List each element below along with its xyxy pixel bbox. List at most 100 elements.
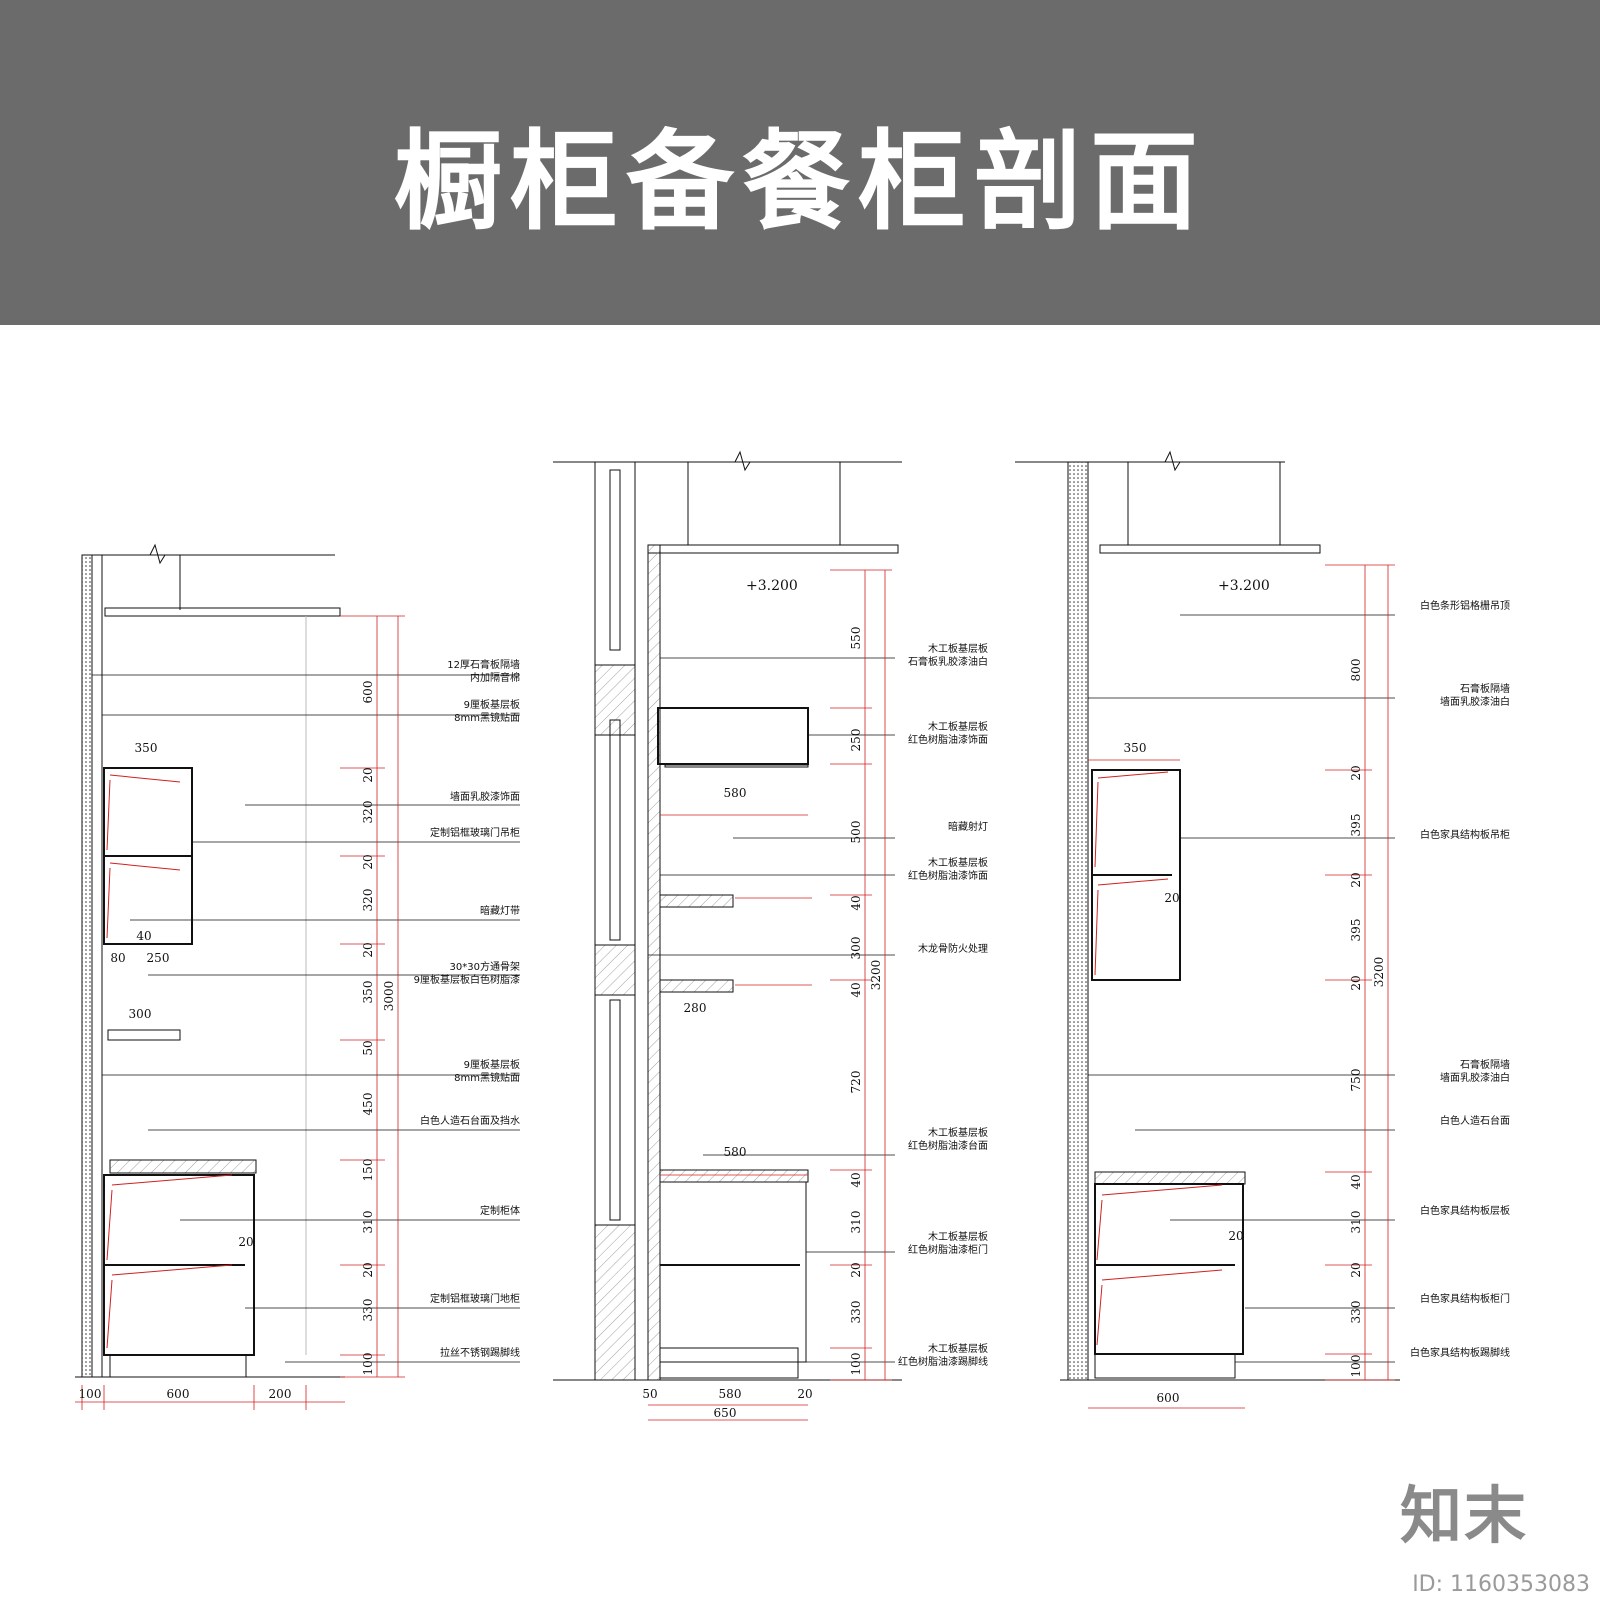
right-base-cabinet bbox=[1094, 1183, 1244, 1355]
left-label: 定制铝框玻璃门吊柜 bbox=[430, 826, 520, 839]
middle-leaders bbox=[648, 657, 895, 1363]
right-elevation: +3.200 bbox=[1218, 578, 1270, 594]
middle-label: 木工板基层板 bbox=[928, 642, 988, 655]
middle-label: 石膏板乳胶漆油白 bbox=[908, 655, 988, 668]
middle-label: 木工板基层板 bbox=[928, 1342, 988, 1355]
left-label: 12厚石膏板隔墙 bbox=[447, 658, 520, 671]
right-dimensions bbox=[1088, 564, 1395, 1409]
right-dim-vertical: 395 bbox=[1349, 814, 1363, 837]
page-title: 橱柜备餐柜剖面 bbox=[393, 120, 1206, 245]
left-dim-horizontal: 250 bbox=[147, 951, 170, 965]
left-wall bbox=[81, 554, 93, 1378]
left-dim-horizontal: 600 bbox=[167, 1387, 190, 1401]
right-dim-horizontal: 20 bbox=[1164, 891, 1179, 905]
middle-wall-block-3 bbox=[594, 1224, 636, 1381]
right-dim-vertical: 750 bbox=[1349, 1069, 1363, 1092]
left-dim-vertical: 330 bbox=[361, 1299, 375, 1322]
right-base-door-upper bbox=[1096, 1184, 1223, 1261]
image-id: ID: 1160353083 bbox=[1412, 1572, 1590, 1597]
middle-dim-vertical: 720 bbox=[849, 1071, 863, 1094]
left-dim-horizontal: 300 bbox=[129, 1007, 152, 1021]
right-label: 白色条形铝格栅吊顶 bbox=[1420, 599, 1510, 612]
right-dim-horizontal: 20 bbox=[1228, 1229, 1243, 1243]
left-dim-vertical: 50 bbox=[361, 1040, 375, 1055]
middle-dim-vertical: 100 bbox=[849, 1353, 863, 1376]
middle-shelf-2 bbox=[659, 979, 734, 993]
middle-label: 木工板基层板 bbox=[928, 1230, 988, 1243]
middle-dim-vertical: 500 bbox=[849, 821, 863, 844]
left-base-door-lower bbox=[106, 1264, 233, 1349]
middle-dim-horizontal: 280 bbox=[684, 1001, 707, 1015]
right-break-mark bbox=[1164, 450, 1181, 472]
middle-label: 红色树脂油漆踢脚线 bbox=[898, 1355, 988, 1368]
right-dim-vertical: 20 bbox=[1349, 1262, 1363, 1277]
middle-shelf-1 bbox=[659, 894, 734, 908]
left-label: 定制铝框玻璃门地柜 bbox=[430, 1292, 520, 1305]
left-label: 内加隔音棉 bbox=[470, 671, 520, 684]
right-dim-horizontal: 600 bbox=[1157, 1391, 1180, 1405]
left-dim-horizontal: 100 bbox=[79, 1387, 102, 1401]
left-ceiling-board bbox=[104, 607, 341, 617]
middle-label: 红色树脂油漆柜门 bbox=[908, 1243, 988, 1256]
left-label: 9厘板基层板 bbox=[464, 698, 520, 711]
right-dim-vertical: 100 bbox=[1349, 1355, 1363, 1378]
middle-section: +3.200 bbox=[553, 450, 902, 1381]
left-break-mark bbox=[149, 543, 166, 565]
middle-label: 红色树脂油漆台面 bbox=[908, 1139, 988, 1152]
middle-dim-vertical: 330 bbox=[849, 1301, 863, 1324]
middle-grille-ceiling bbox=[647, 544, 899, 554]
left-section bbox=[75, 543, 345, 1378]
left-dim-vertical: 350 bbox=[361, 981, 375, 1004]
middle-dim-horizontal: 580 bbox=[724, 786, 747, 800]
middle-wall-stud-1 bbox=[609, 469, 621, 651]
left-dim-vertical: 150 bbox=[361, 1159, 375, 1182]
left-leaders bbox=[92, 674, 520, 1363]
middle-countertop bbox=[659, 1169, 809, 1183]
left-dim-horizontal: 20 bbox=[238, 1235, 253, 1249]
middle-dim-horizontal: 650 bbox=[714, 1406, 737, 1420]
right-dim-vertical: 800 bbox=[1349, 659, 1363, 682]
left-dim-horizontal: 40 bbox=[136, 929, 151, 943]
right-label: 白色家具结构板层板 bbox=[1420, 1204, 1510, 1217]
middle-wall-block-1 bbox=[594, 664, 636, 736]
left-dim-vertical: 20 bbox=[361, 942, 375, 957]
left-dim-vertical: 320 bbox=[361, 889, 375, 912]
right-label: 白色家具结构板柜门 bbox=[1420, 1292, 1510, 1305]
middle-label: 暗藏射灯 bbox=[948, 820, 988, 833]
left-dim-vertical: 3000 bbox=[382, 981, 396, 1012]
middle-dim-horizontal: 580 bbox=[724, 1145, 747, 1159]
right-base-door-lower bbox=[1096, 1269, 1223, 1346]
right-door-upper bbox=[1094, 771, 1169, 868]
left-dim-vertical: 20 bbox=[361, 854, 375, 869]
middle-label: 木工板基层板 bbox=[928, 1126, 988, 1139]
right-dim-vertical: 330 bbox=[1349, 1301, 1363, 1324]
title-banner: 橱柜备餐柜剖面 bbox=[0, 0, 1600, 325]
middle-dim-horizontal: 580 bbox=[719, 1387, 742, 1401]
middle-label: 木工板基层板 bbox=[928, 720, 988, 733]
left-dim-horizontal: 350 bbox=[135, 741, 158, 755]
middle-dim-vertical: 550 bbox=[849, 627, 863, 650]
left-dim-horizontal: 200 bbox=[269, 1387, 292, 1401]
left-label: 拉丝不锈钢踢脚线 bbox=[440, 1346, 520, 1359]
left-wall-lining bbox=[91, 554, 103, 1378]
right-countertop bbox=[1094, 1171, 1246, 1185]
middle-label: 木龙骨防火处理 bbox=[918, 942, 988, 955]
middle-dim-horizontal: 20 bbox=[797, 1387, 812, 1401]
right-label: 墙面乳胶漆油白 bbox=[1440, 695, 1510, 708]
left-dim-vertical: 100 bbox=[361, 1353, 375, 1376]
middle-dim-vertical: 40 bbox=[849, 1172, 863, 1187]
brand-logo: 知末 bbox=[1400, 1479, 1529, 1552]
middle-dim-vertical: 40 bbox=[849, 982, 863, 997]
middle-dimensions bbox=[648, 569, 892, 1421]
middle-dim-vertical: 310 bbox=[849, 1211, 863, 1234]
middle-label: 红色树脂油漆饰面 bbox=[908, 733, 988, 746]
right-grille-ceiling bbox=[1099, 544, 1321, 554]
left-label: 9厘板基层板白色树脂漆 bbox=[414, 973, 520, 986]
middle-dim-vertical: 20 bbox=[849, 1262, 863, 1277]
middle-toe-kick bbox=[659, 1347, 799, 1379]
left-countertop bbox=[109, 1159, 257, 1174]
left-shelf-rack bbox=[107, 1029, 181, 1041]
right-door-lower bbox=[1094, 878, 1169, 976]
right-label: 白色家具结构板吊柜 bbox=[1420, 828, 1510, 841]
